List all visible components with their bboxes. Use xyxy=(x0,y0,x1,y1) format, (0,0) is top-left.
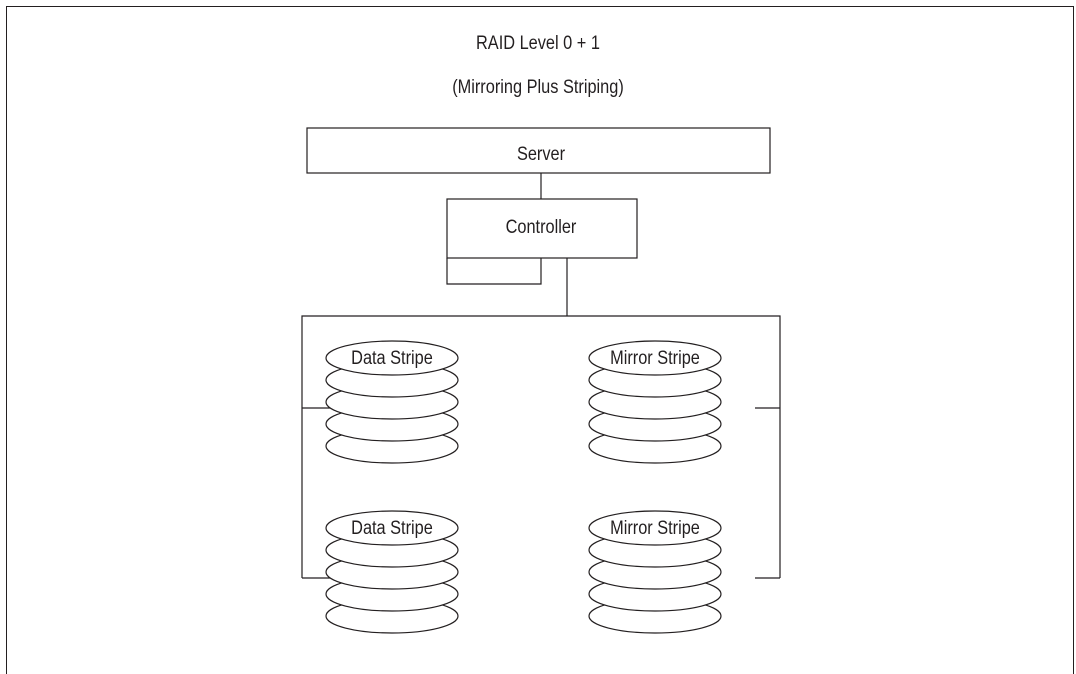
server-label: Server xyxy=(517,143,565,164)
diagram-frame xyxy=(6,6,1074,674)
mirror-stripe-2-label: Mirror Stripe xyxy=(610,517,700,538)
mirror-stripe-2-stack: Mirror Stripe xyxy=(588,510,722,634)
controller-box xyxy=(446,198,638,259)
mirror-stripe-1-stack: Mirror Stripe xyxy=(588,340,722,464)
diagram-title: RAID Level 0 + 1 xyxy=(475,33,600,54)
server-box xyxy=(306,127,771,174)
diagram-subtitle: (Mirroring Plus Striping) xyxy=(452,77,624,98)
data-stripe-1-label: Data Stripe xyxy=(351,347,433,368)
mirror-stripe-1-label: Mirror Stripe xyxy=(610,347,700,368)
data-stripe-1-platter xyxy=(325,340,459,376)
controller-label: Controller xyxy=(506,216,577,237)
data-stripe-2-platter xyxy=(325,510,459,546)
data-stripe-1-stack: Data Stripe xyxy=(325,340,459,464)
controller-port xyxy=(446,258,542,285)
mirror-stripe-2-platter xyxy=(588,510,722,546)
data-stripe-2-stack: Data Stripe xyxy=(325,510,459,634)
data-stripe-2-label: Data Stripe xyxy=(351,517,433,538)
disk-bus xyxy=(301,315,781,578)
mirror-stripe-1-platter xyxy=(588,340,722,376)
